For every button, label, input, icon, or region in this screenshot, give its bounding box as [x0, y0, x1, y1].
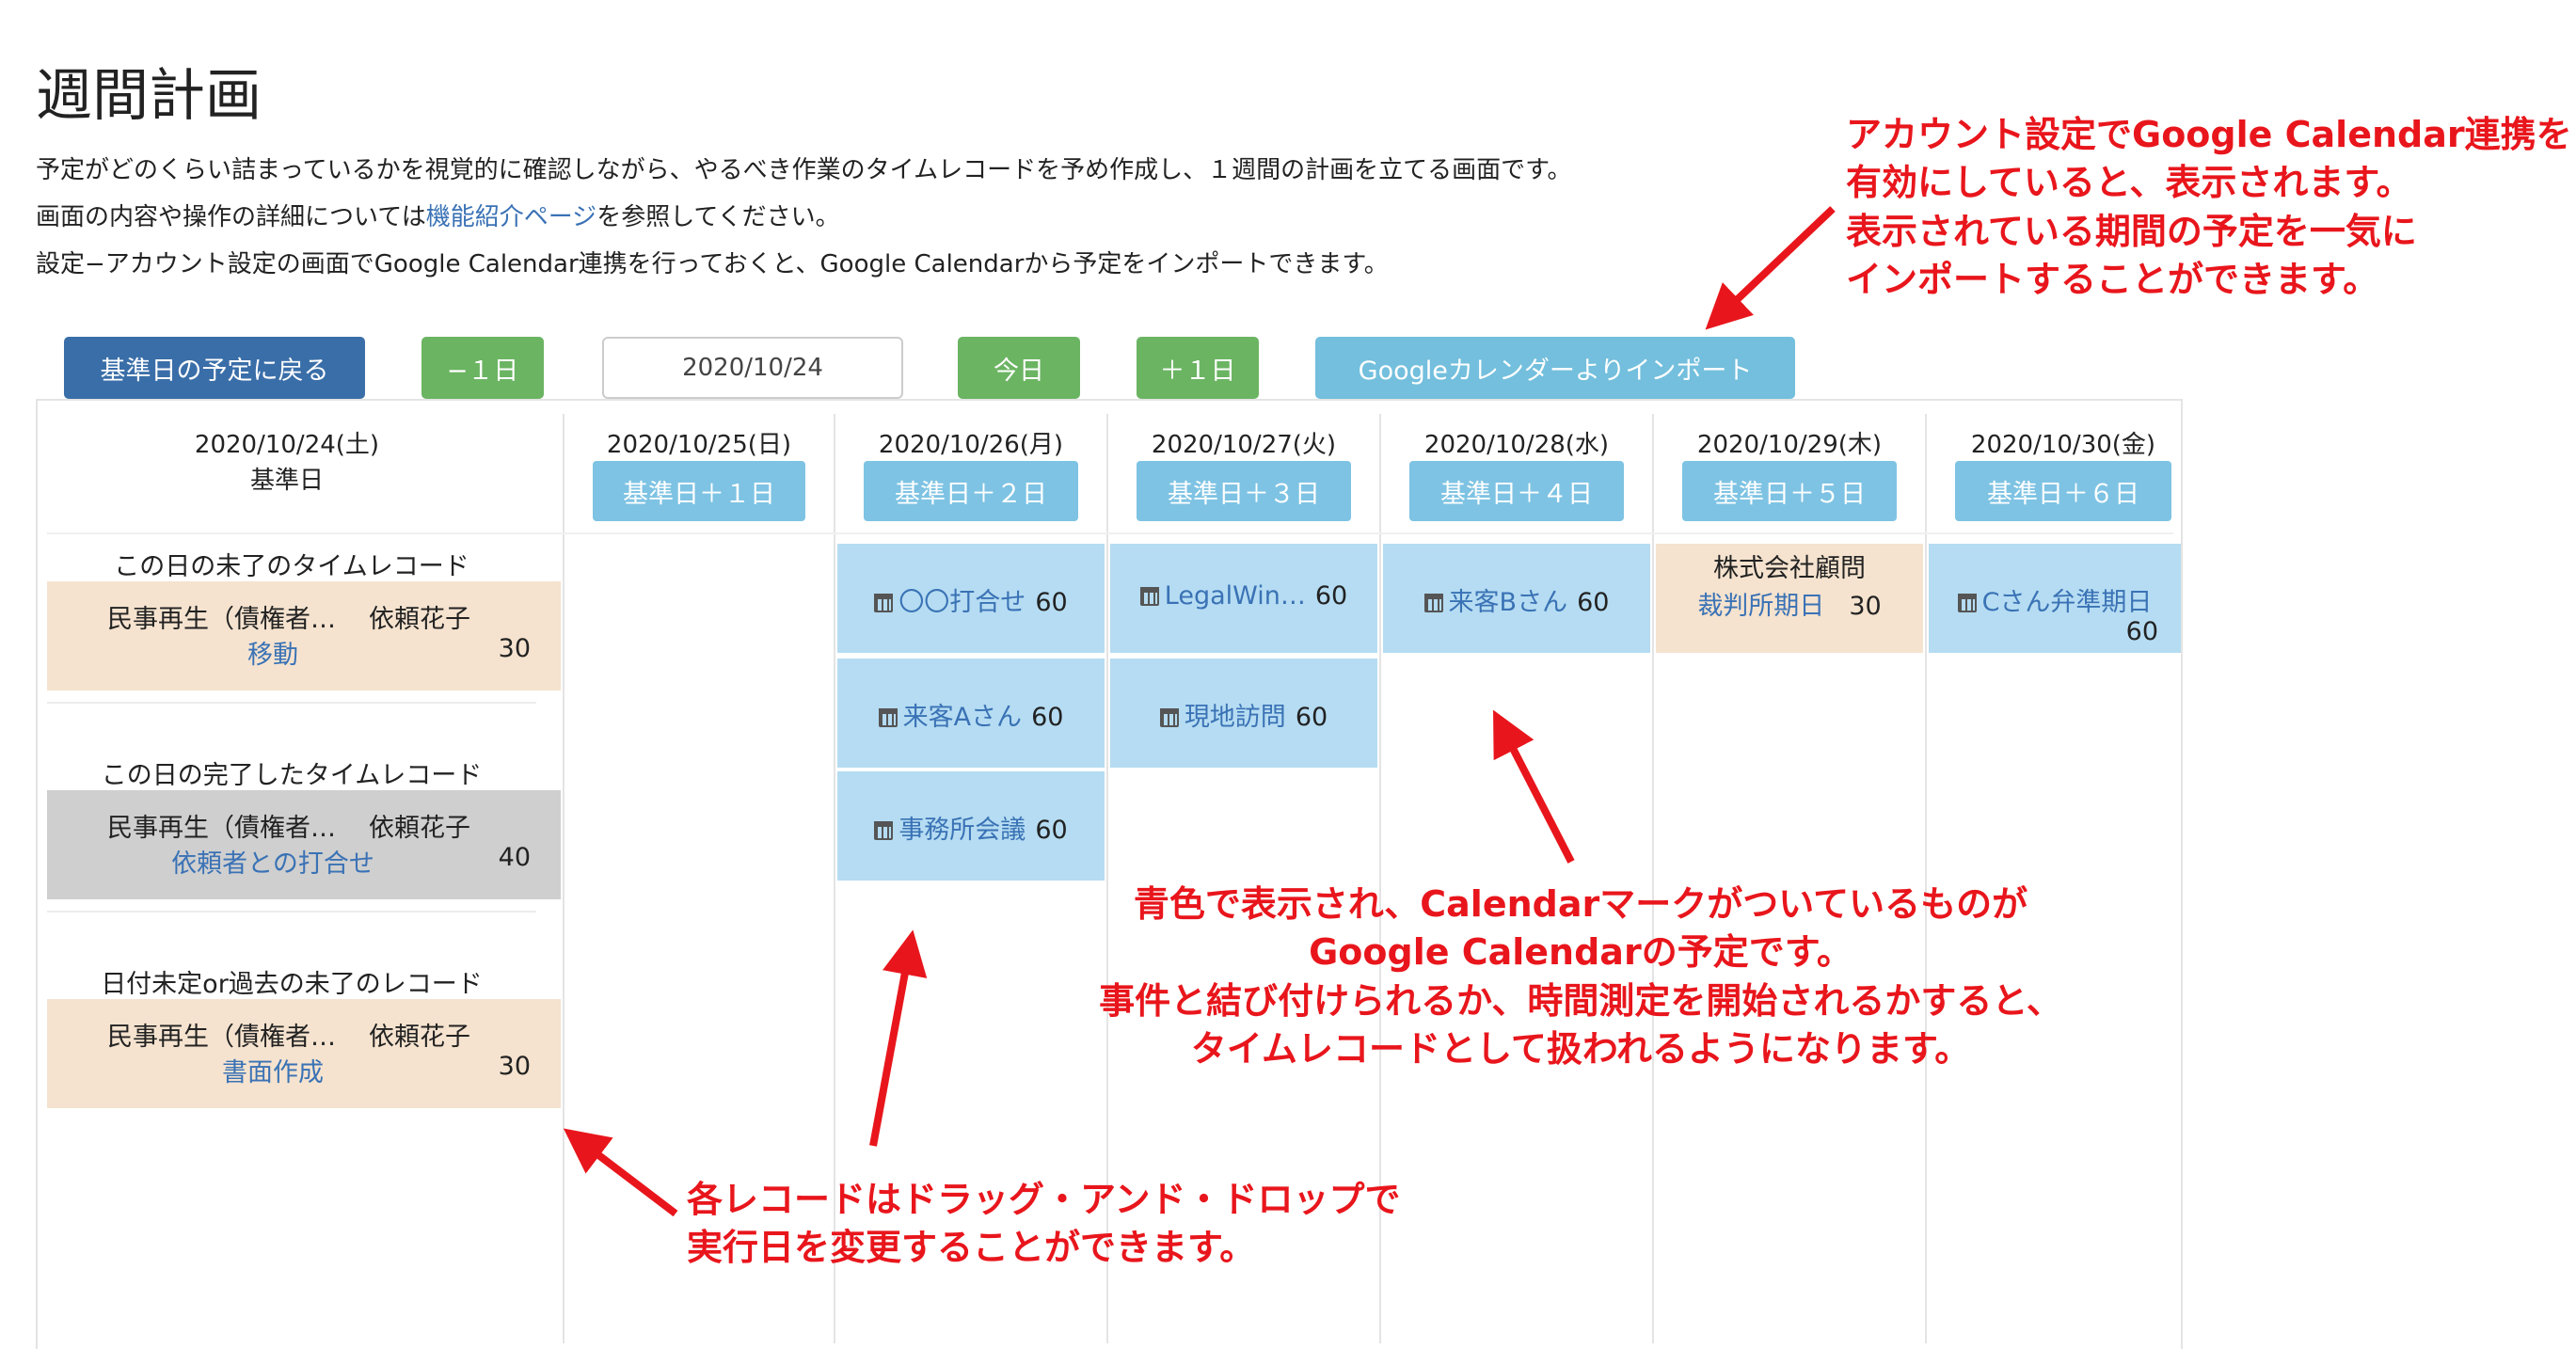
record-task-link[interactable]: 移動	[247, 641, 298, 670]
record-task-link[interactable]: 依頼者との打合せ	[171, 849, 374, 879]
description-text: 画面の内容や操作の詳細については	[36, 203, 426, 231]
calendar-icon	[874, 594, 894, 612]
google-calendar-event[interactable]: 来客Aさん 60	[837, 659, 1105, 768]
day-button-4[interactable]: 基準日＋４日	[1409, 461, 1624, 521]
column-divider	[1106, 414, 1108, 1343]
column-divider	[1652, 414, 1654, 1343]
event-title[interactable]: 来客Aさん	[902, 703, 1023, 732]
record-case: 民事再生（債権者…	[107, 605, 336, 634]
calendar-icon	[1159, 708, 1179, 727]
section-label-undated: 日付未定or過去の未了のレコード	[101, 970, 483, 999]
calendar-icon	[1139, 587, 1159, 606]
event-minutes: 60	[1035, 588, 1068, 617]
prev-day-button[interactable]: −１日	[421, 337, 544, 399]
column-divider	[1379, 414, 1381, 1343]
record-minutes: 30	[1849, 592, 1882, 621]
next-day-button[interactable]: ＋１日	[1137, 337, 1259, 399]
record-case: 民事再生（債権者…	[107, 814, 336, 843]
record-minutes: 30	[498, 1052, 531, 1081]
time-record-card[interactable]: 民事再生（債権者… 依頼花子 依頼者との打合せ 40	[47, 790, 561, 899]
calendar-icon	[1957, 594, 1977, 612]
day-date: 2020/10/27(火)	[1151, 431, 1337, 459]
record-person: 依頼花子	[369, 605, 470, 634]
event-minutes: 60	[2125, 617, 2158, 646]
event-title[interactable]: 事務所会議	[898, 816, 1026, 845]
time-record-card[interactable]: 株式会社顧問 裁判所期日 30	[1656, 544, 1923, 653]
arrow-to-day-column	[869, 929, 928, 1147]
section-divider	[47, 702, 536, 704]
day-button-1[interactable]: 基準日＋１日	[593, 461, 805, 521]
base-date: 2020/10/24(土)	[194, 431, 380, 459]
section-label-incomplete: この日の未了のタイムレコード	[114, 552, 469, 581]
google-calendar-event[interactable]: 〇〇打合せ 60	[837, 544, 1105, 653]
page-description-2: 画面の内容や操作の詳細については機能紹介ページを参照してください。	[36, 203, 840, 232]
annotation-import: アカウント設定でGoogle Calendar連携を 有効にしていると、表示され…	[1846, 114, 2572, 300]
back-to-base-date-button[interactable]: 基準日の予定に戻る	[64, 337, 365, 399]
google-calendar-event[interactable]: 事務所会議 60	[837, 771, 1105, 881]
section-divider	[47, 911, 536, 913]
event-title[interactable]: 〇〇打合せ	[898, 588, 1026, 617]
record-person: 依頼花子	[369, 814, 470, 843]
event-title[interactable]: LegalWin…	[1164, 581, 1306, 611]
section-label-completed: この日の完了したタイムレコード	[101, 761, 483, 790]
record-task-link[interactable]: 書面作成	[222, 1058, 324, 1087]
page-description-1: 予定がどのくらい詰まっているかを視覚的に確認しながら、やるべき作業のタイムレコー…	[36, 156, 1572, 184]
feature-page-link[interactable]: 機能紹介ページ	[425, 203, 597, 231]
time-record-card[interactable]: 民事再生（債権者… 依頼花子 移動 30	[47, 581, 561, 690]
arrow-to-record	[563, 1128, 678, 1217]
calendar-icon	[1423, 594, 1443, 612]
annotation-google-calendar: 青色で表示され、Calendarマークがついているものが Google Cale…	[1099, 883, 2062, 1070]
day-date: 2020/10/30(金)	[1970, 431, 2156, 459]
record-minutes: 30	[498, 634, 531, 663]
calendar-icon	[874, 821, 894, 840]
record-minutes: 40	[498, 843, 531, 872]
event-minutes: 60	[1295, 703, 1328, 732]
google-calendar-event[interactable]: 現地訪問 60	[1110, 659, 1377, 768]
arrow-to-import-button	[1705, 206, 1836, 330]
record-task-link[interactable]: 裁判所期日	[1697, 592, 1825, 621]
day-button-5[interactable]: 基準日＋５日	[1682, 461, 1897, 521]
event-minutes: 60	[1035, 816, 1068, 845]
annotation-drag-drop: 各レコードはドラッグ・アンド・ドロップで 実行日を変更することができます。	[687, 1179, 1401, 1269]
record-person: 依頼花子	[369, 1023, 470, 1052]
arrow-to-calendar-event	[1493, 709, 1575, 864]
google-calendar-event[interactable]: LegalWin… 60	[1110, 544, 1377, 653]
today-button[interactable]: 今日	[958, 337, 1080, 399]
google-calendar-import-button[interactable]: Googleカレンダーよりインポート	[1315, 337, 1795, 399]
column-divider	[563, 414, 564, 1343]
description-text: を参照してください。	[596, 203, 840, 231]
google-calendar-event[interactable]: 来客Bさん 60	[1383, 544, 1650, 653]
event-title[interactable]: 来客Bさん	[1448, 588, 1568, 617]
day-button-6[interactable]: 基準日＋６日	[1955, 461, 2171, 521]
page-description-3: 設定−アカウント設定の画面でGoogle Calendar連携を行っておくと、G…	[36, 250, 1389, 278]
event-minutes: 60	[1314, 581, 1348, 611]
day-date: 2020/10/25(日)	[606, 431, 792, 459]
record-case: 民事再生（債権者…	[107, 1023, 336, 1052]
event-minutes: 60	[1577, 588, 1610, 617]
base-date-label: 基準日	[249, 467, 324, 495]
event-title[interactable]: 現地訪問	[1184, 703, 1286, 732]
day-date: 2020/10/26(月)	[878, 431, 1064, 459]
time-record-card[interactable]: 民事再生（債権者… 依頼花子 書面作成 30	[47, 999, 561, 1108]
day-date: 2020/10/29(木)	[1696, 431, 1883, 459]
google-calendar-event[interactable]: Cさん弁準期日 60	[1929, 544, 2181, 653]
column-divider	[834, 414, 835, 1343]
day-button-3[interactable]: 基準日＋３日	[1137, 461, 1351, 521]
day-date: 2020/10/28(水)	[1423, 431, 1610, 459]
header-divider	[47, 532, 2173, 534]
event-title[interactable]: Cさん弁準期日	[1981, 588, 2153, 617]
page-title: 週間計画	[36, 63, 262, 129]
column-divider	[1925, 414, 1927, 1343]
base-date-input[interactable]: 2020/10/24	[602, 337, 903, 399]
day-button-2[interactable]: 基準日＋２日	[864, 461, 1078, 521]
record-client: 株式会社顧問	[1713, 554, 1866, 583]
event-minutes: 60	[1031, 703, 1064, 732]
weekly-planner	[36, 399, 2183, 1349]
calendar-icon	[878, 708, 898, 727]
